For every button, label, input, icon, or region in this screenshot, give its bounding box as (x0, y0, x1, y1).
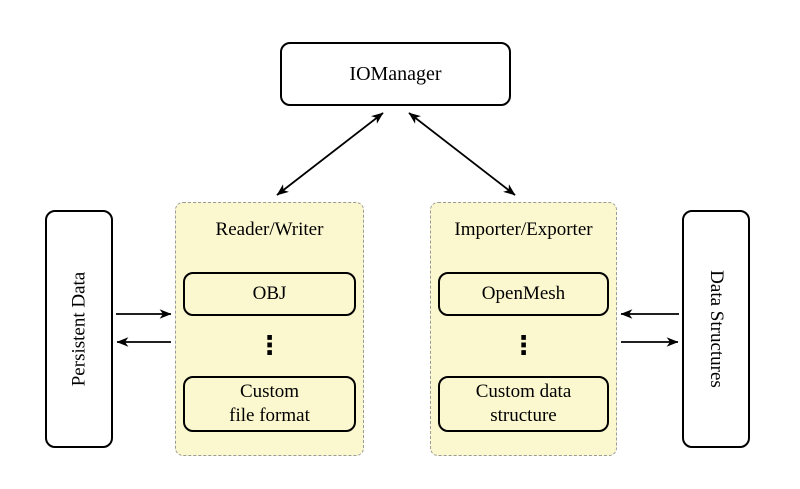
node-custom-data-structure: Custom data structure (438, 376, 609, 432)
arrow-iomanager-readerwriter (276, 112, 384, 196)
arrow-iomanager-importerexporter (408, 112, 516, 196)
node-data-structures: Data Structures (682, 210, 750, 448)
group-importer-exporter: Importer/Exporter OpenMesh ⋮ Custom data… (430, 202, 617, 456)
node-obj: OBJ (183, 272, 356, 316)
node-persistent-data-label: Persistent Data (68, 271, 90, 387)
node-custom-file-format: Custom file format (183, 376, 356, 432)
group-reader-writer: Reader/Writer OBJ ⋮ Custom file format (175, 202, 364, 456)
vertical-ellipsis: ⋮ (510, 331, 537, 361)
node-persistent-data: Persistent Data (45, 210, 113, 448)
node-iomanager: IOManager (280, 42, 511, 106)
node-data-structures-label: Data Structures (706, 270, 727, 388)
group-reader-writer-title: Reader/Writer (215, 219, 324, 240)
vertical-ellipsis: ⋮ (256, 331, 283, 361)
node-openmesh: OpenMesh (438, 272, 609, 316)
group-importer-exporter-title: Importer/Exporter (454, 219, 593, 240)
node-iomanager-label: IOManager (349, 62, 442, 85)
